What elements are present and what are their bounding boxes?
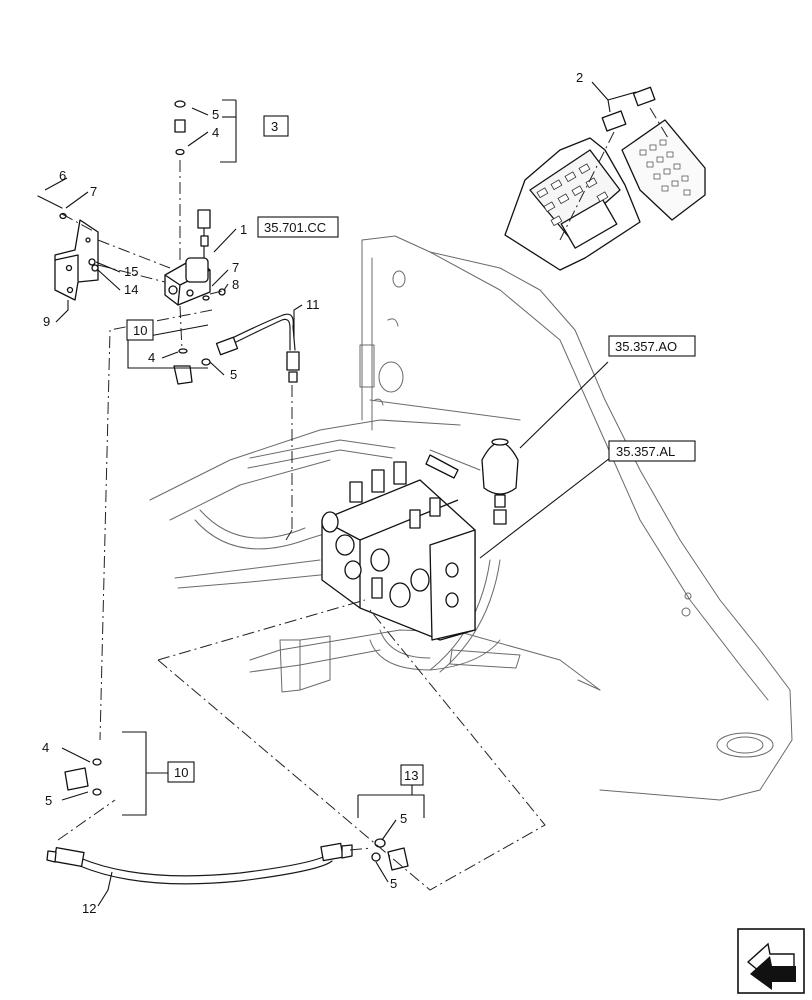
hose-assembly [46, 599, 546, 891]
callout-5: 5 [212, 107, 219, 122]
control-valve-assembly [321, 454, 476, 641]
callout-9: 9 [43, 314, 50, 329]
leader-lines [44, 81, 637, 907]
callout-box-13 [400, 764, 424, 786]
callout-5: 5 [45, 793, 52, 808]
reference-35-357-al: 35.357.AL [616, 444, 675, 459]
callout-10: 10 [174, 765, 188, 780]
reference-labels: 35.701.CC 35.357.AO 35.357.AL [257, 216, 696, 462]
callout-box-3 [263, 115, 289, 137]
reference-box-35-357-ao [608, 335, 696, 357]
callout-7: 7 [232, 260, 239, 275]
machine-frame [149, 235, 793, 801]
arrow-icon[interactable] [737, 928, 805, 994]
callout-4: 4 [42, 740, 49, 755]
callout-1: 1 [240, 222, 247, 237]
callout-3: 3 [271, 119, 278, 134]
callout-15: 15 [124, 264, 138, 279]
callout-box-10 [167, 761, 195, 783]
callout-7: 7 [90, 184, 97, 199]
reference-35-701-cc: 35.701.CC [264, 220, 326, 235]
callout-6: 6 [59, 168, 66, 183]
keypad-panel [504, 86, 706, 271]
callout-13: 13 [404, 768, 418, 783]
callout-5: 5 [230, 367, 237, 382]
reference-box-35-357-al [608, 440, 696, 462]
solenoid-valve-assembly [37, 100, 300, 741]
callout-12: 12 [82, 901, 96, 916]
reference-box-35-701-cc [257, 216, 339, 238]
callout-5: 5 [390, 876, 397, 891]
callout-4: 4 [212, 125, 219, 140]
reference-35-357-ao: 35.357.AO [615, 339, 677, 354]
callout-2: 2 [576, 70, 583, 85]
callout-labels: 5 4 3 1 7 8 6 7 15 14 9 2 11 10 4 5 4 5 … [42, 70, 583, 916]
callout-4: 4 [148, 350, 155, 365]
callout-11: 11 [306, 297, 320, 312]
accumulator [481, 438, 519, 525]
callout-10: 10 [133, 323, 147, 338]
callout-5: 5 [400, 811, 407, 826]
callout-14: 14 [124, 282, 138, 297]
callout-box-10 [126, 319, 154, 341]
callout-8: 8 [232, 277, 239, 292]
